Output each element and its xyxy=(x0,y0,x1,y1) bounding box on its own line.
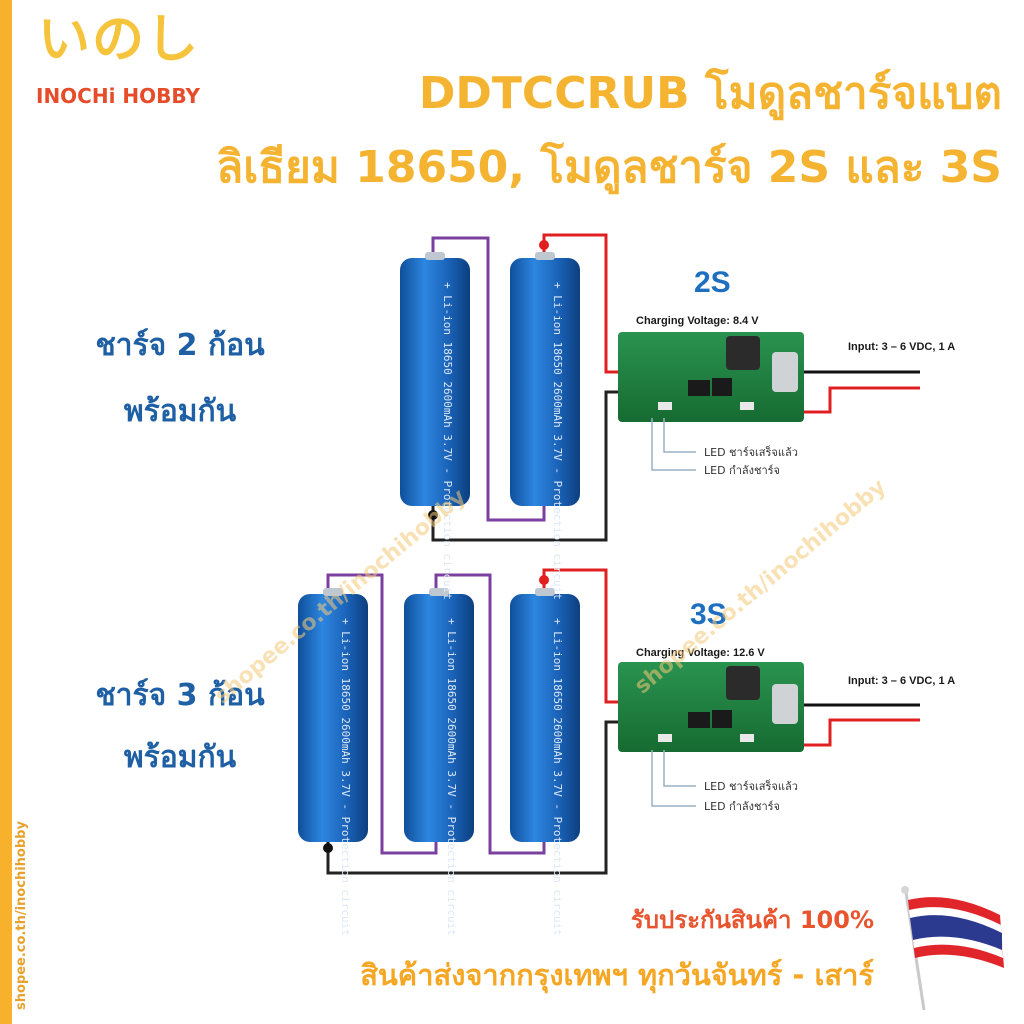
battery-3s-1 xyxy=(298,588,368,842)
battery-print-3s-1: + Li-ion 18650 2600mAh 3.7V - Protection… xyxy=(339,618,352,936)
product-title-line2: ลิเธียม 18650, โมดูลชาร์จ 2S และ 3S xyxy=(216,142,1002,193)
led-charging-3s: LED กำลังชาร์จ xyxy=(704,800,780,813)
label-3s-line1: ชาร์จ 3 ก้อน xyxy=(95,678,265,713)
led-done-2s: LED ชาร์จเสร็จแล้ว xyxy=(704,445,798,459)
battery-print-3s-3: + Li-ion 18650 2600mAh 3.7V - Protection… xyxy=(551,618,564,936)
shipping-text: สินค้าส่งจากกรุงเทพฯ ทุกวันจันทร์ - เสาร… xyxy=(360,958,874,992)
logo-japanese: いのし xyxy=(38,10,201,70)
input-2s: Input: 3 – 6 VDC, 1 A xyxy=(848,341,955,353)
product-title-line1: DDTCCRUB โมดูลชาร์จแบต xyxy=(418,68,1002,119)
charger-pcb-3s xyxy=(618,662,804,807)
charging-voltage-3s: Charging Voltage: 12.6 V xyxy=(636,647,765,659)
battery-print-2s-1: + Li-ion 18650 2600mAh 3.7V - Protection… xyxy=(441,282,454,600)
led-done-3s: LED ชาร์จเสร็จแล้ว xyxy=(704,779,798,793)
input-3s: Input: 3 – 6 VDC, 1 A xyxy=(848,675,955,687)
wires-2s xyxy=(428,233,920,542)
battery-print-3s-2: + Li-ion 18650 2600mAh 3.7V - Protection… xyxy=(445,618,458,936)
led-charging-2s: LED กำลังชาร์จ xyxy=(704,464,780,477)
badge-2s: 2S xyxy=(694,266,731,299)
wires-3s xyxy=(323,568,920,875)
label-2s-line2: พร้อมกัน xyxy=(123,394,237,429)
charger-pcb-2s xyxy=(618,332,804,471)
label-2s-line1: ชาร์จ 2 ก้อน xyxy=(95,328,265,363)
label-3s-line2: พร้อมกัน xyxy=(123,740,237,775)
warranty-text: รับประกันสินค้า 100% xyxy=(630,906,874,934)
badge-3s: 3S xyxy=(690,598,727,631)
battery-3s-2 xyxy=(404,588,474,842)
battery-2s-1 xyxy=(400,252,470,506)
thai-flag-icon xyxy=(901,886,1004,1011)
charging-voltage-2s: Charging Voltage: 8.4 V xyxy=(636,315,759,327)
battery-2s-2 xyxy=(510,252,580,506)
logo-english: INOCHi HOBBY xyxy=(36,84,201,108)
battery-print-2s-2: + Li-ion 18650 2600mAh 3.7V - Protection… xyxy=(551,282,564,600)
battery-3s-3 xyxy=(510,588,580,842)
left-accent-stripe xyxy=(0,0,12,1024)
